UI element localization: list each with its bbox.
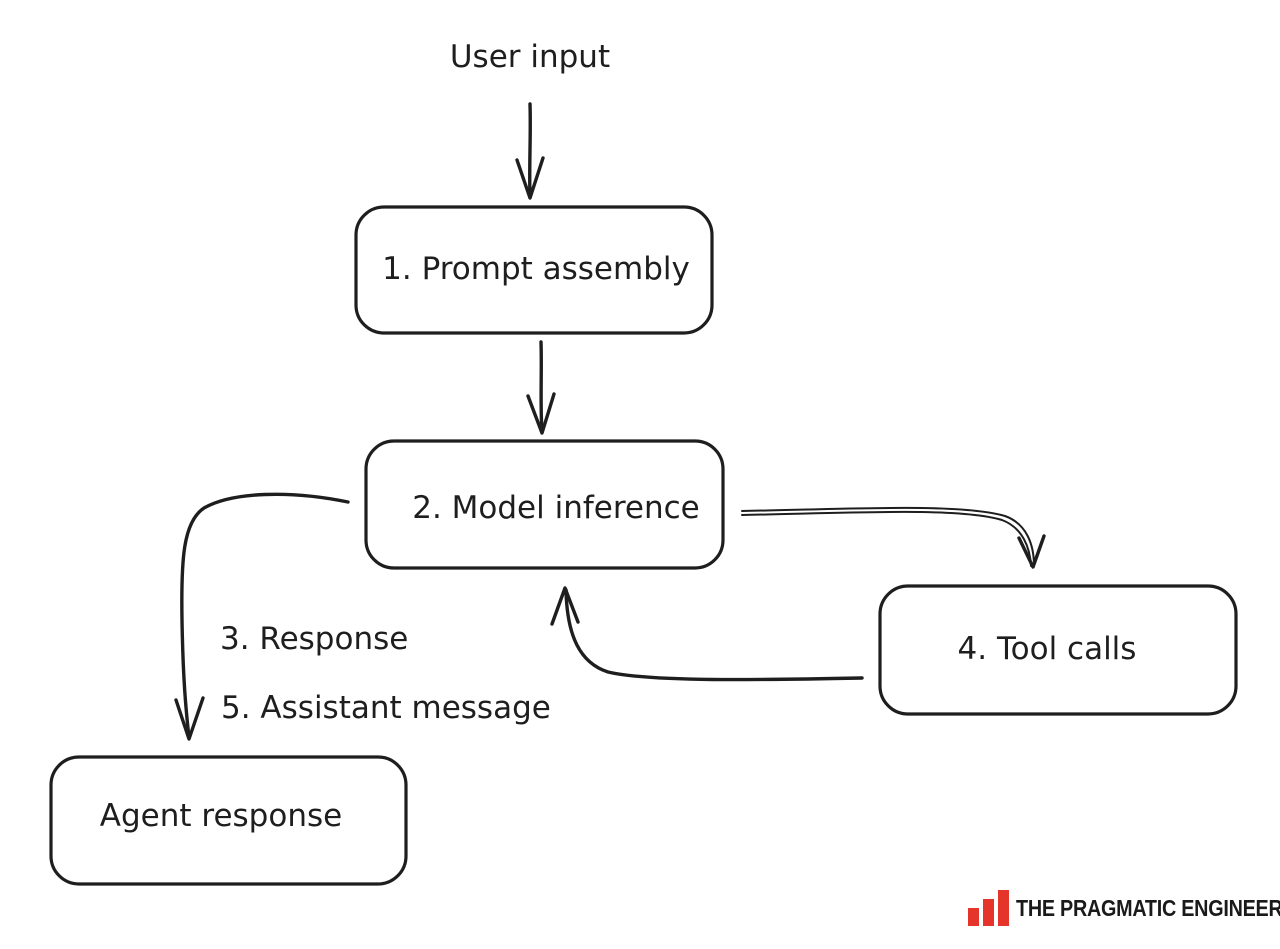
node-tool-calls-label: 4. Tool calls [958, 631, 1137, 667]
node-agent-response-label: Agent response [100, 798, 342, 834]
node-model-inference: 2. Model inference [364, 439, 725, 570]
node-tool-calls: 4. Tool calls [878, 584, 1238, 716]
arrow-prompt-to-inference [526, 340, 556, 435]
user-input-label: User input [450, 39, 610, 75]
node-agent-response: Agent response [49, 755, 408, 886]
edge-label-response: 3. Response [220, 621, 408, 657]
brand-logo: THE PRAGMATIC ENGINEER [968, 890, 1280, 926]
arrow-input-to-prompt [515, 102, 545, 200]
arrow-inference-to-agent [174, 492, 350, 741]
arrow-tools-to-inference [550, 586, 864, 682]
arrow-inference-to-tools [741, 506, 1046, 569]
node-prompt-assembly-label: 1. Prompt assembly [382, 251, 690, 287]
node-model-inference-label: 2. Model inference [412, 490, 700, 526]
bar-chart-logo-icon [968, 890, 1009, 926]
node-prompt-assembly: 1. Prompt assembly [354, 205, 714, 335]
edge-label-assistant-message: 5. Assistant message [221, 690, 551, 726]
brand-name: THE PRAGMATIC ENGINEER [1016, 894, 1280, 921]
